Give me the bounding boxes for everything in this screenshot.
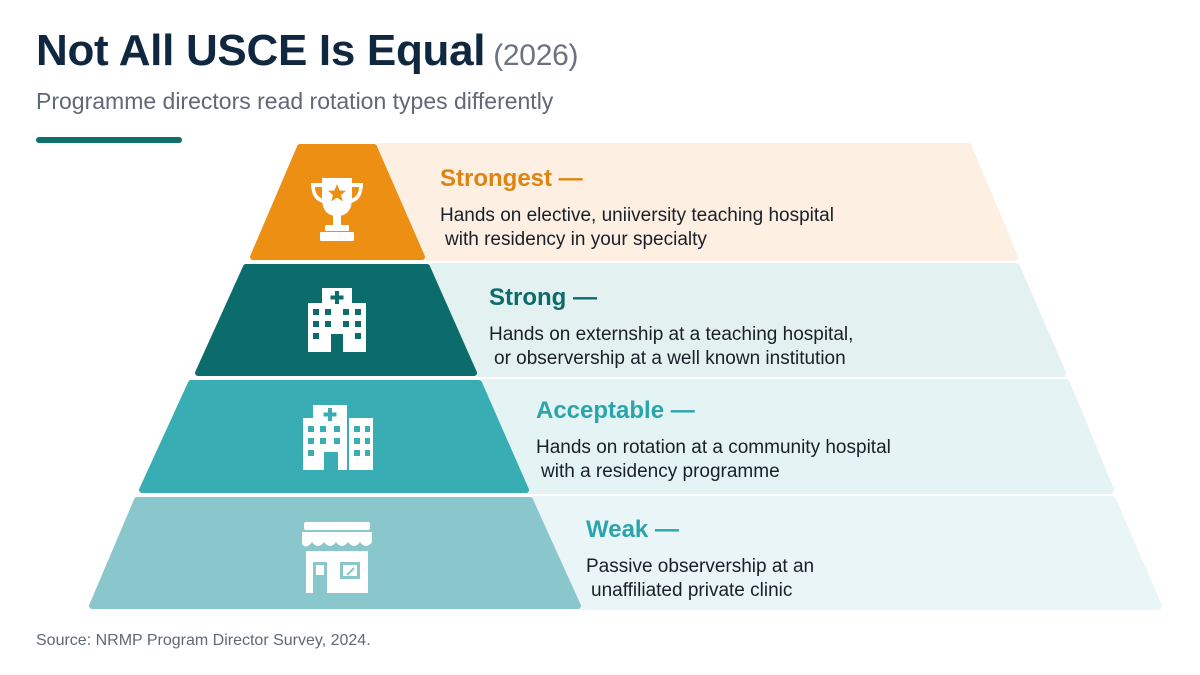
tier-1-heading: Strongest — xyxy=(440,165,583,192)
tier-1-description: Hands on elective, uniiversity teaching … xyxy=(440,204,834,252)
tier-4-description-line-1: Passive observership at an xyxy=(586,556,815,577)
tier-3-description-line-1: Hands on rotation at a community hospita… xyxy=(536,437,891,458)
tier-3-heading: Acceptable — xyxy=(536,397,695,424)
hospital-icon xyxy=(308,288,366,352)
tier-3-detail-panel xyxy=(480,379,1114,494)
tier-1-text: Strongest — Hands on elective, uniiversi… xyxy=(440,164,834,252)
tier-4-text: Weak — Passive observership at an unaffi… xyxy=(586,515,814,603)
clinic-storefront-icon xyxy=(302,522,372,593)
page-title: Not All USCE Is Equal(2026) xyxy=(36,26,578,76)
tier-4-description: Passive observership at an unaffiliated … xyxy=(586,555,814,603)
tier-1-description-line-1: Hands on elective, uniiversity teaching … xyxy=(440,205,834,226)
tier-3-description: Hands on rotation at a community hospita… xyxy=(536,436,891,484)
title-text: Not All USCE Is Equal xyxy=(36,26,486,75)
source-note: Source: NRMP Program Director Survey, 20… xyxy=(36,632,371,649)
title-year: (2026) xyxy=(493,39,579,72)
community-hospital-icon xyxy=(303,405,373,470)
tier-1-description-line-2: with residency in your specialty xyxy=(445,229,707,250)
trophy-icon xyxy=(311,178,363,241)
tier-4-heading: Weak — xyxy=(586,516,679,543)
tier-1-detail-panel xyxy=(376,143,1018,261)
tier-3-text: Acceptable — Hands on rotation at a comm… xyxy=(536,396,891,484)
title-accent-bar xyxy=(36,137,182,143)
tier-2-text: Strong — Hands on externship at a teachi… xyxy=(489,283,853,371)
tier-2-heading: Strong — xyxy=(489,284,597,311)
tier-4-description-line-2: unaffiliated private clinic xyxy=(591,580,793,601)
tier-2-description-line-2: or observership at a well known institut… xyxy=(494,348,846,369)
tier-3-description-line-2: with a residency programme xyxy=(541,461,780,482)
tier-2-detail-panel xyxy=(429,263,1066,377)
tier-2-description-line-1: Hands on externship at a teaching hospit… xyxy=(489,324,854,345)
page-subtitle: Programme directors read rotation types … xyxy=(36,88,554,114)
tier-2-description: Hands on externship at a teaching hospit… xyxy=(489,323,853,371)
